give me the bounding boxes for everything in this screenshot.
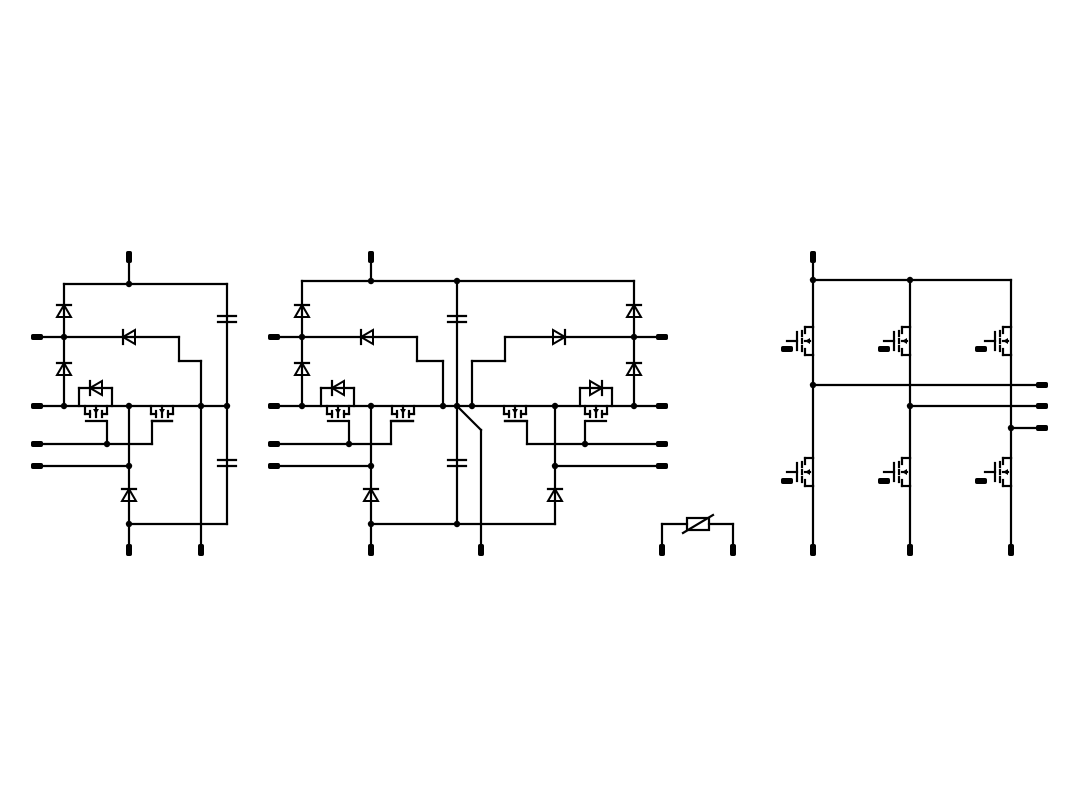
three-phase-bridge (781, 251, 1048, 556)
varistor (659, 513, 736, 556)
npc-leg-left (31, 251, 238, 556)
npc-dual-leg (268, 251, 668, 556)
